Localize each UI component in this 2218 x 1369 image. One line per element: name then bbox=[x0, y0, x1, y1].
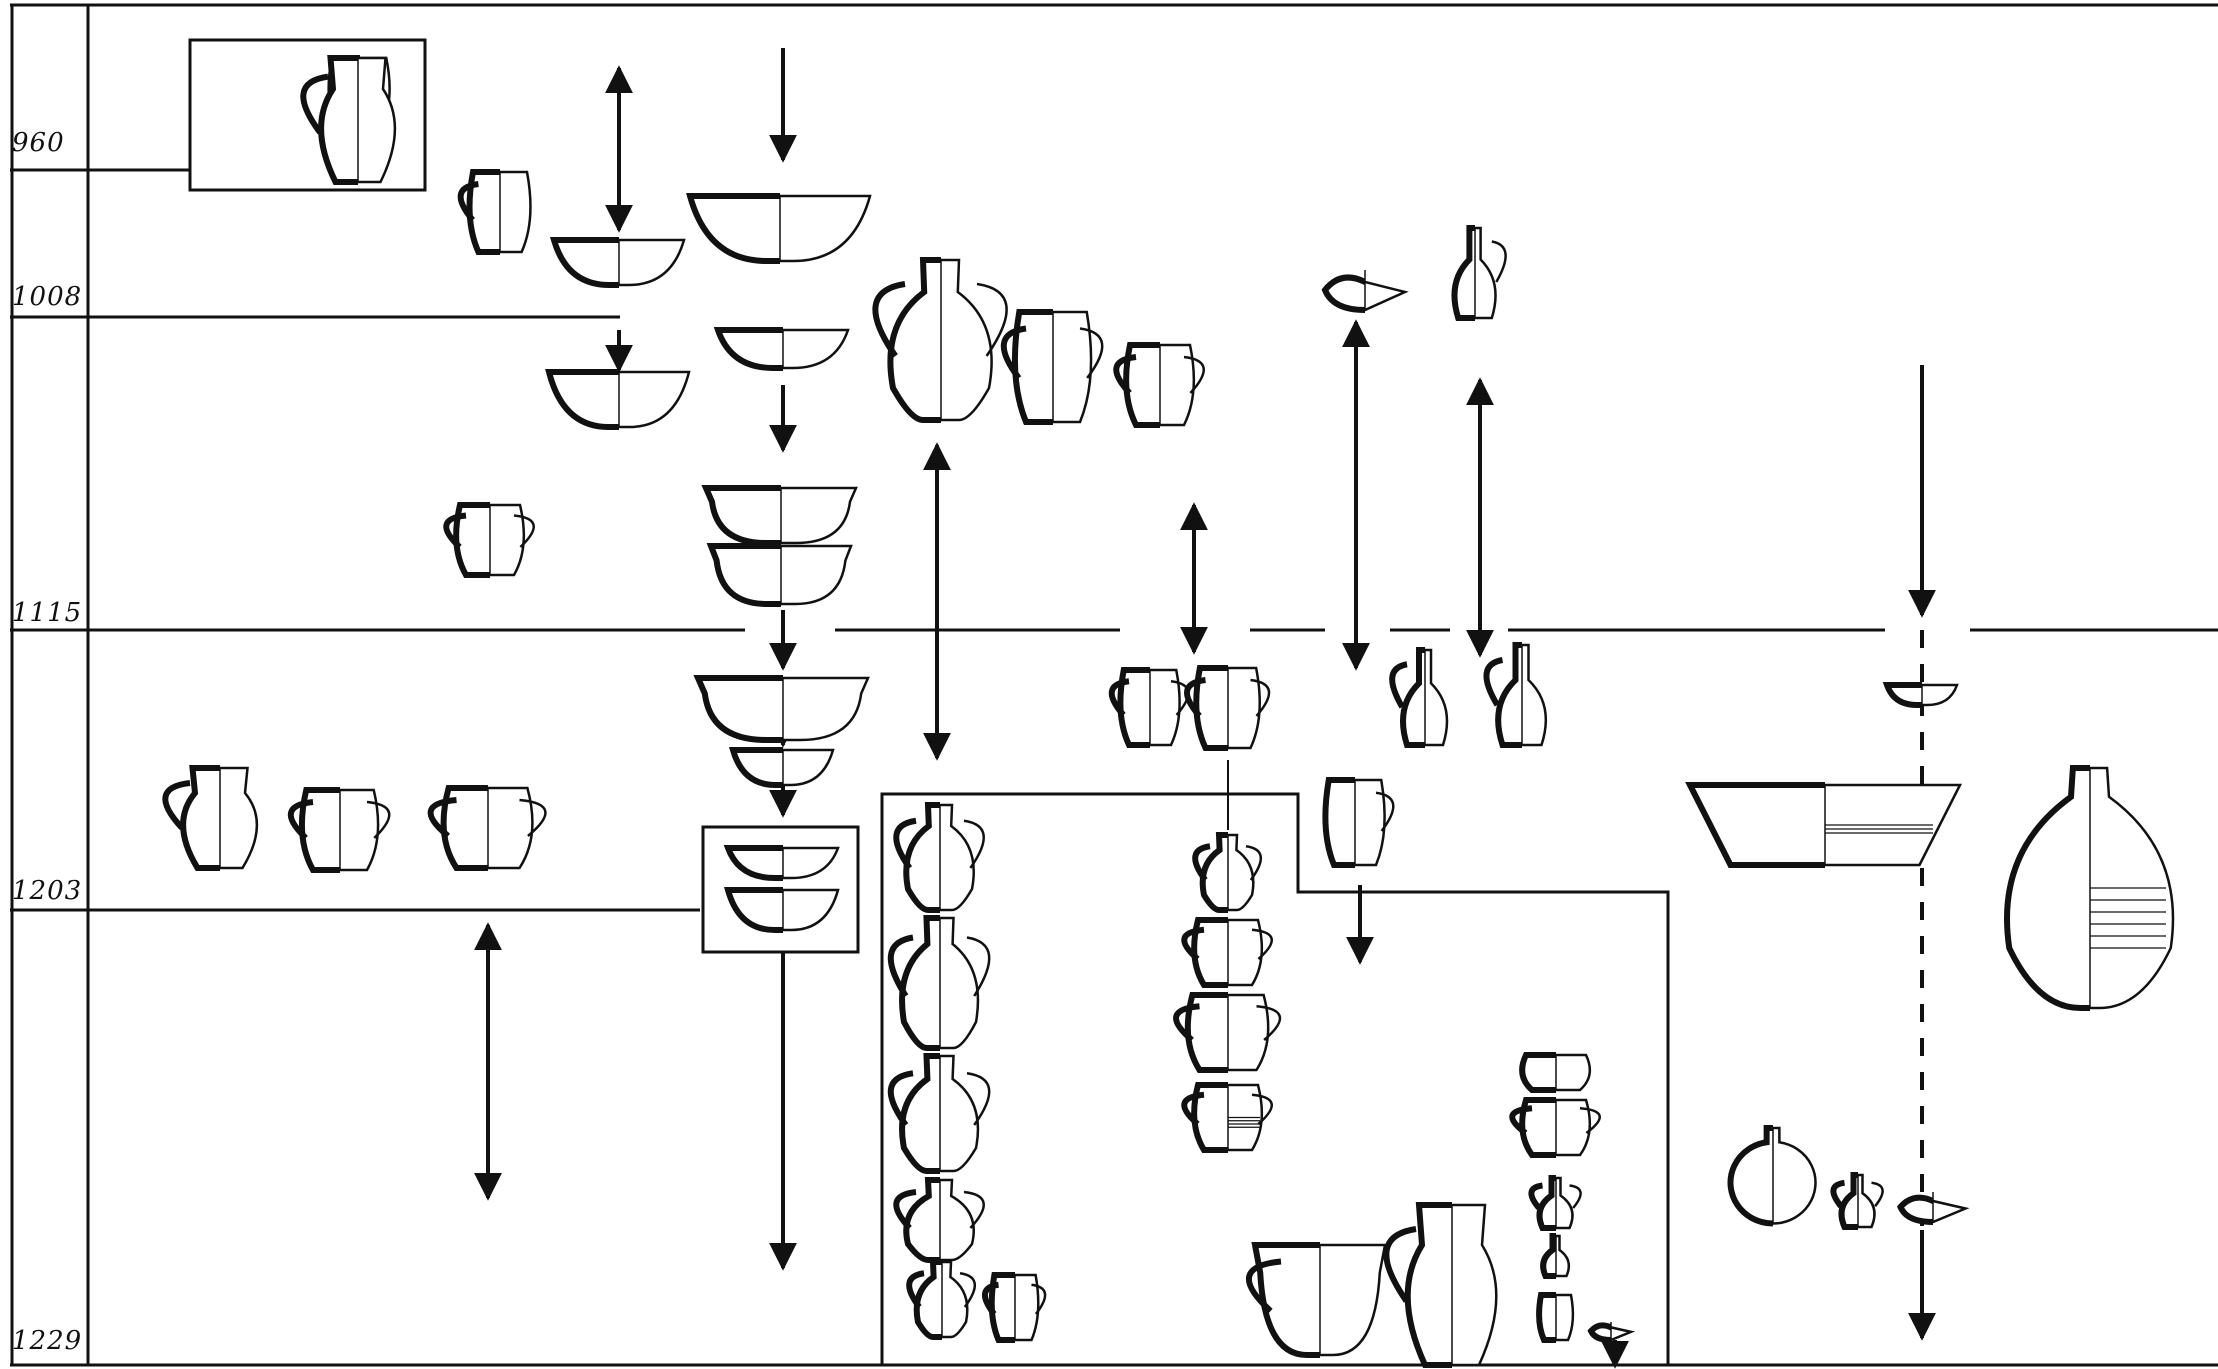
juglet-vessel bbox=[1451, 225, 1507, 321]
amphora-4-vessel bbox=[893, 1177, 985, 1263]
vessels bbox=[162, 55, 2175, 1368]
deep-bowl-2-vessel bbox=[706, 543, 853, 607]
two-handled-cup-vessel bbox=[1000, 309, 1104, 425]
cup-d-vessel bbox=[427, 785, 547, 871]
small-jar-vessel bbox=[1536, 1292, 1575, 1343]
lamp-b-vessel bbox=[1587, 1322, 1636, 1344]
arrows bbox=[474, 48, 1936, 1369]
timeline-frame bbox=[10, 3, 2218, 1367]
small-cup-vessel bbox=[457, 169, 532, 255]
juglet-c-vessel bbox=[1540, 1233, 1571, 1279]
boxed-bowl-2-vessel bbox=[724, 887, 840, 933]
small-juglet-vessel bbox=[1830, 1172, 1884, 1230]
boxed-jug-vessel bbox=[300, 55, 397, 185]
pilgrim-flask-vessel bbox=[1727, 1125, 1817, 1227]
year-label-960: 960 bbox=[12, 128, 65, 158]
large-bowl-vessel bbox=[686, 193, 872, 264]
mug-b-vessel bbox=[1322, 777, 1395, 868]
jug-a-vessel bbox=[162, 765, 259, 871]
boxed-groups bbox=[188, 38, 1670, 1365]
year-label-1008: 1008 bbox=[12, 282, 83, 312]
year-label-1229: 1229 bbox=[12, 1326, 83, 1356]
lamp-c-vessel bbox=[1896, 1192, 1970, 1226]
cup-a-vessel bbox=[1108, 667, 1190, 748]
mug-vessel bbox=[443, 502, 535, 578]
deep-bowl-1-vessel bbox=[701, 485, 858, 546]
cup-g-vessel bbox=[1181, 1082, 1273, 1153]
amphora-6-vessel bbox=[1192, 832, 1262, 913]
year-label-1203: 1203 bbox=[12, 876, 83, 906]
year-boundary-lines bbox=[10, 168, 2218, 912]
cup-e-vessel bbox=[1181, 917, 1273, 988]
cooking-pot-vessel bbox=[1246, 1242, 1387, 1358]
footed-cup-vessel bbox=[1519, 1052, 1592, 1093]
large-jug-vessel bbox=[1383, 1202, 1498, 1368]
bottle-a-vessel bbox=[1389, 647, 1449, 748]
cup-f-vessel bbox=[1173, 992, 1282, 1073]
lamp-saucer-vessel bbox=[1882, 682, 1959, 708]
cup-b-vessel bbox=[1184, 665, 1271, 751]
flared-bowl-vessel bbox=[545, 369, 691, 430]
tall-jug-vessel bbox=[872, 257, 1008, 423]
storage-jar-vessel bbox=[2004, 765, 2175, 1011]
small-bowl-vessel bbox=[729, 747, 835, 788]
year-label-1115: 1115 bbox=[12, 598, 83, 628]
small-amphoriskos-vessel bbox=[1113, 342, 1205, 428]
amphora-2-vessel bbox=[887, 915, 991, 1051]
carinated-bowl-vessel bbox=[713, 327, 850, 371]
shallow-bowl-vessel bbox=[550, 237, 686, 288]
lamp-vessel bbox=[1321, 270, 1409, 314]
amphora-1-vessel bbox=[893, 802, 985, 913]
amphora-3-vessel bbox=[887, 1053, 991, 1174]
deep-bowl-3-vessel bbox=[693, 675, 870, 743]
cup-h-vessel bbox=[1509, 1097, 1601, 1158]
boxed-bowl-1-vessel bbox=[723, 845, 840, 881]
juglet-b-vessel bbox=[1528, 1175, 1582, 1231]
bottle-b-vessel bbox=[1483, 642, 1548, 748]
cup-c-vessel bbox=[287, 787, 391, 873]
amphora-5-vessel bbox=[906, 1259, 976, 1340]
basin-vessel bbox=[1685, 782, 1963, 868]
small-cup-2-vessel bbox=[982, 1272, 1047, 1343]
